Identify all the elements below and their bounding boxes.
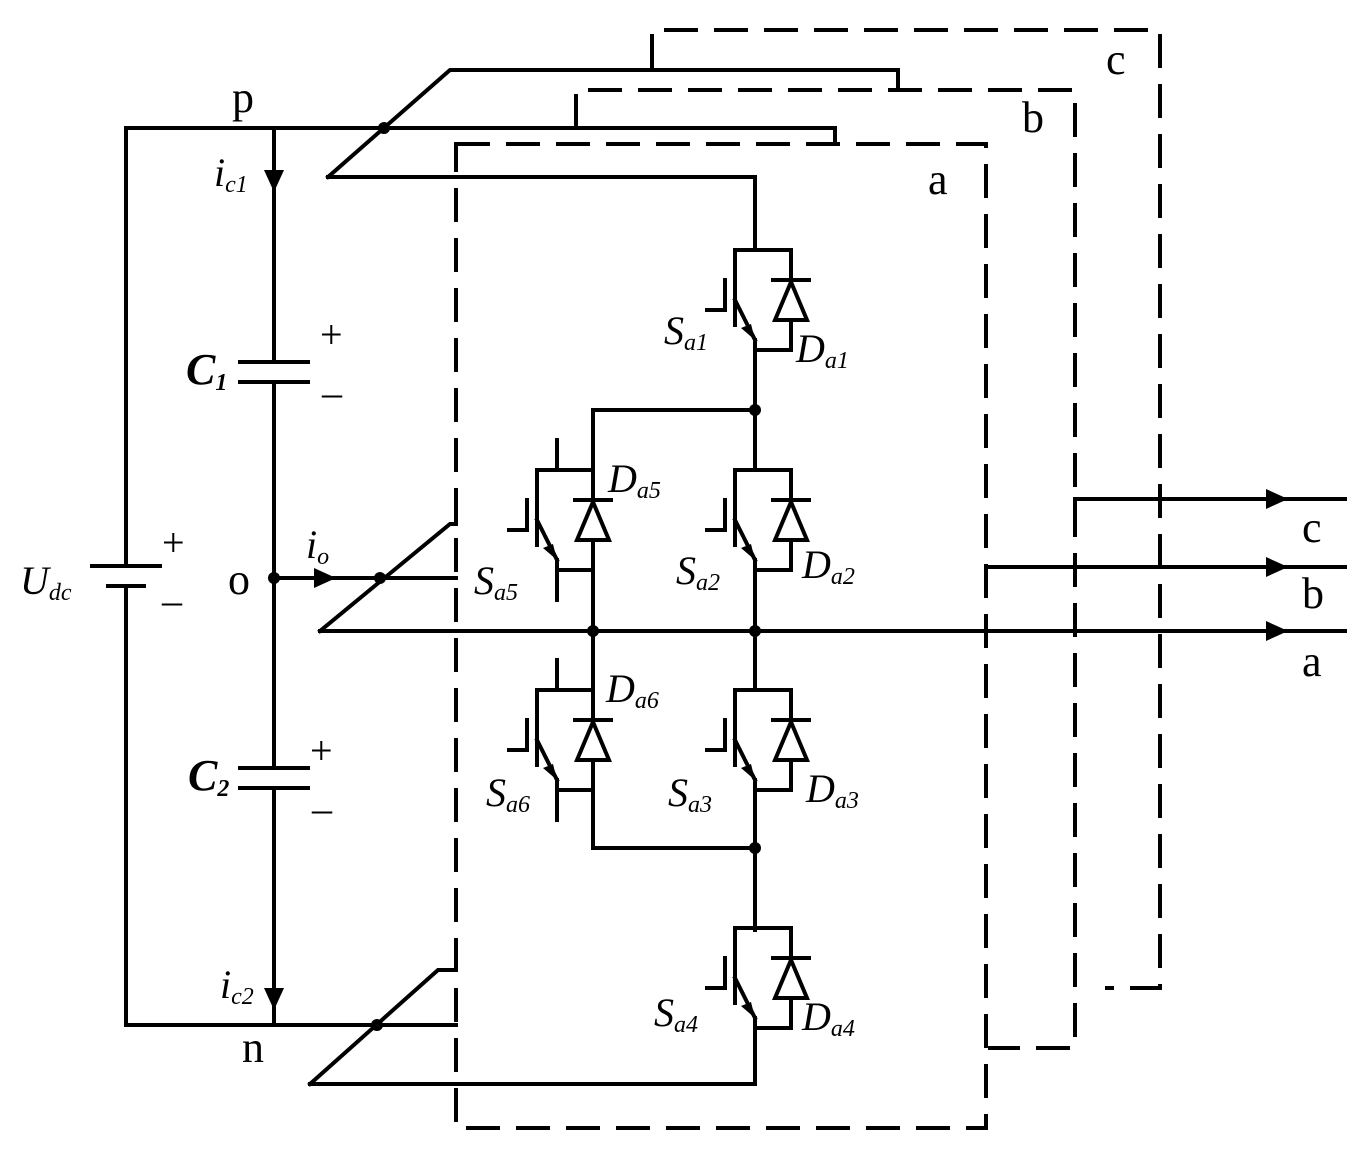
switch-sa3-label: Sa3 xyxy=(668,770,712,818)
current-ic1-label: ic1 xyxy=(214,150,248,198)
capacitor-c2-label: C2 xyxy=(188,751,229,802)
switch-sa4-label: Sa4 xyxy=(654,990,698,1038)
diode-da1-label: Da1 xyxy=(795,326,849,374)
ic2-arrow xyxy=(264,988,284,1010)
diode-da3-label: Da3 xyxy=(805,766,859,814)
diode-da4-label: Da4 xyxy=(801,994,855,1042)
capacitor-c1 xyxy=(238,360,310,384)
dc-link-wiring xyxy=(124,126,837,1027)
output-c-label: c xyxy=(1302,503,1322,552)
capacitor-c1-label: C1 xyxy=(186,345,227,396)
phase-b-box-label: b xyxy=(1022,93,1044,142)
diode-da6-label: Da6 xyxy=(605,666,659,714)
source-plus: + xyxy=(162,520,185,565)
node-n-label: n xyxy=(242,1023,264,1072)
phase-a-box-label: a xyxy=(928,155,948,204)
current-io-label: io xyxy=(306,522,329,570)
io-arrow xyxy=(314,568,336,588)
phase-b-dashed-box xyxy=(574,88,1077,1050)
switch-module-sa1 xyxy=(705,218,811,382)
source-minus: – xyxy=(161,578,183,623)
phase-a-dashed-box xyxy=(454,142,988,1130)
output-a-label: a xyxy=(1302,637,1322,686)
phase-bc-bus-connectors xyxy=(307,68,900,1087)
switch-sa6-label: Sa6 xyxy=(486,770,530,818)
output-lines xyxy=(984,489,1347,641)
current-ic2-label: ic2 xyxy=(220,962,254,1010)
capacitor-c2-plus: + xyxy=(310,728,333,773)
switch-sa5-label: Sa5 xyxy=(474,558,518,606)
diode-da2-label: Da2 xyxy=(801,542,855,590)
phase-c-box-label: c xyxy=(1106,35,1126,84)
ic1-arrow xyxy=(264,170,284,192)
node-o-label: o xyxy=(228,555,250,604)
output-b-label: b xyxy=(1302,569,1324,618)
switch-sa1-label: Sa1 xyxy=(664,308,708,356)
switch-sa2-label: Sa2 xyxy=(676,548,720,596)
capacitor-c1-plus: + xyxy=(320,312,343,357)
capacitor-c2 xyxy=(238,766,310,790)
switch-module-sa4 xyxy=(705,896,811,1060)
node-p-label: p xyxy=(232,73,254,122)
switch-module-sa2 xyxy=(705,438,811,602)
switch-module-sa3 xyxy=(705,658,811,822)
capacitor-c2-minus: – xyxy=(311,786,333,831)
source-label: Udc xyxy=(20,558,72,606)
phase-c-dashed-box xyxy=(650,28,1162,990)
capacitor-c1-minus: – xyxy=(321,370,343,415)
dc-source xyxy=(90,564,162,588)
switch-module-sa5 xyxy=(507,438,613,602)
diode-da5-label: Da5 xyxy=(607,456,661,504)
junction-dots xyxy=(268,122,761,1031)
